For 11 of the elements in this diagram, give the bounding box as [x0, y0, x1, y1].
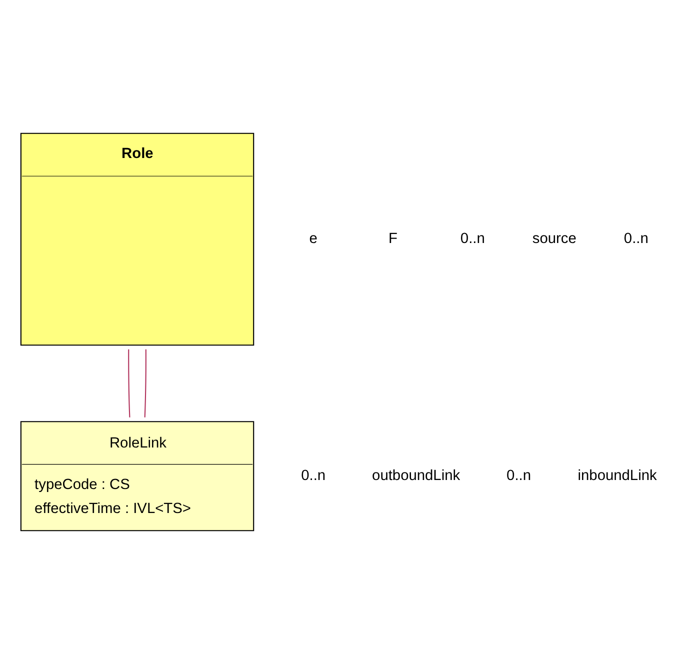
label: inboundLink	[578, 468, 657, 484]
label: source	[532, 231, 576, 248]
label: e	[309, 231, 318, 248]
label: outboundLink	[372, 468, 460, 484]
connector	[144, 349, 146, 418]
label: 0..n	[624, 231, 648, 248]
connector	[128, 349, 130, 418]
label: 0..n	[460, 231, 485, 248]
label: 0..n	[301, 468, 326, 484]
label: 0..n	[506, 468, 531, 484]
label: F	[388, 231, 398, 248]
